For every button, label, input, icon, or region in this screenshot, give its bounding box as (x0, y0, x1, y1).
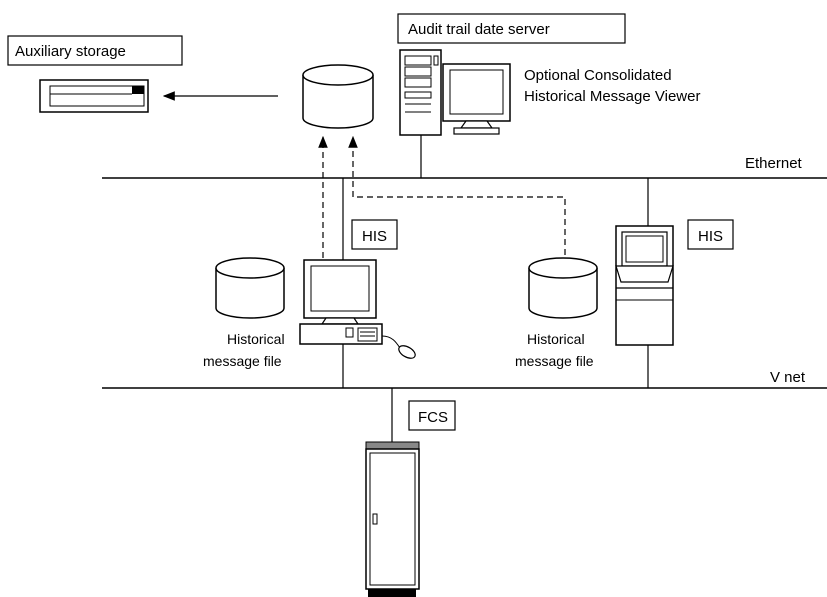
audit-server-label-box: Audit trail date server (397, 13, 626, 44)
dashed-link-right (348, 135, 566, 255)
fcs-label-box: FCS (408, 400, 456, 431)
ethernet-label: Ethernet (745, 155, 803, 172)
viewer-label-line2: Historical Message Viewer (524, 88, 700, 105)
his-left-label: HIS (362, 228, 387, 245)
desktop-computer-icon (299, 259, 416, 359)
monitor-icon (442, 63, 511, 135)
hist-right-line2: message file (515, 353, 594, 369)
fcs-label: FCS (418, 409, 448, 426)
hist-left-line1: Historical (227, 331, 285, 347)
his-right-label-box: HIS (687, 219, 734, 250)
his-console-icon (615, 225, 674, 346)
hist-left-line2: message file (203, 353, 282, 369)
auxiliary-storage-label-box: Auxiliary storage (7, 35, 183, 66)
auxiliary-storage-label: Auxiliary storage (15, 43, 126, 60)
viewer-label-line1: Optional Consolidated (524, 67, 672, 84)
database-cylinder-icon (215, 257, 285, 319)
hist-right-line1: Historical (527, 331, 585, 347)
vnet-label: V net (770, 369, 806, 386)
server-tower-icon (399, 49, 442, 136)
audit-server-label: Audit trail date server (408, 21, 550, 38)
his-left-label-box: HIS (351, 219, 398, 250)
his-right-label: HIS (698, 228, 723, 245)
fcs-cabinet-icon (365, 441, 420, 597)
database-cylinder-icon (528, 257, 598, 319)
database-cylinder-icon (302, 64, 374, 129)
storage-drive-icon (39, 79, 149, 113)
